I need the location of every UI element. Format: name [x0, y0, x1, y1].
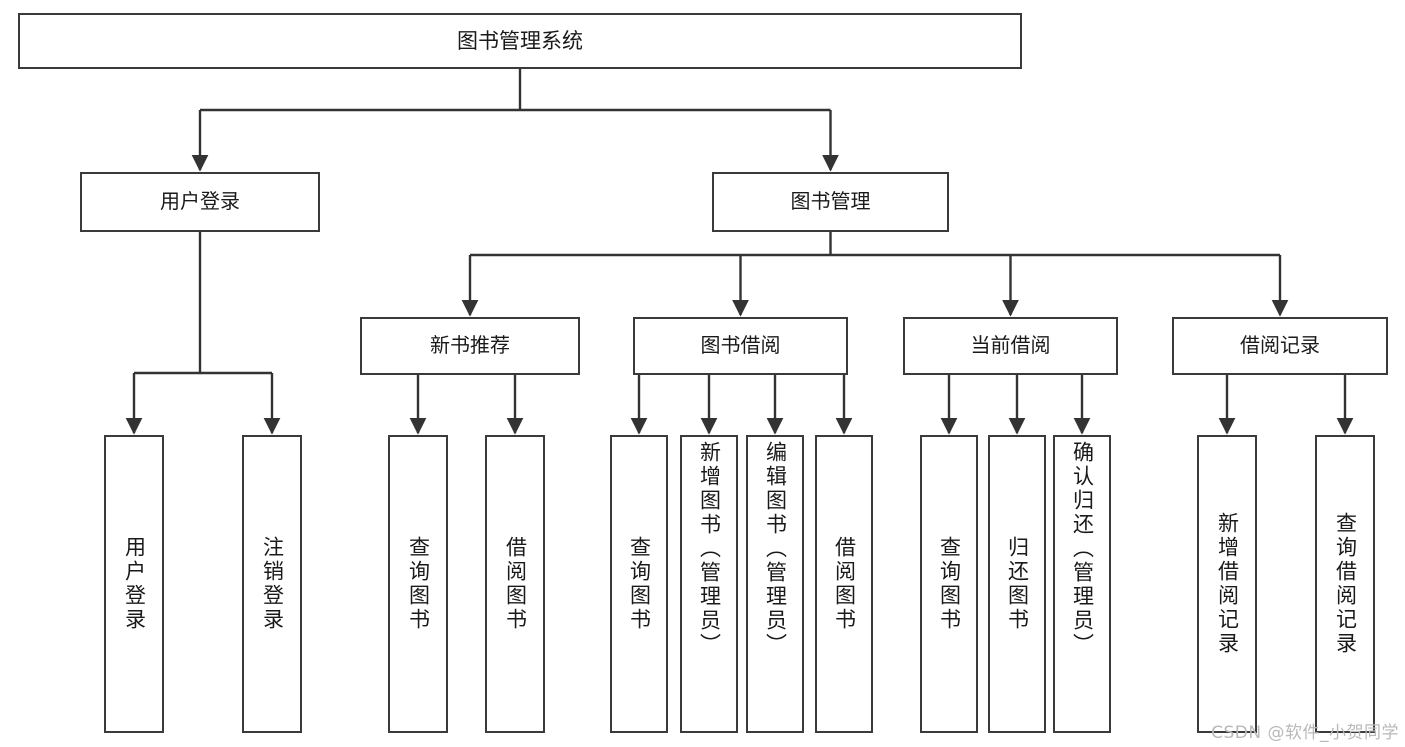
node-new-book-rec-label: 新书推荐: [430, 333, 510, 358]
node-book-manage[interactable]: 图书管理: [712, 172, 949, 232]
node-user-login-label: 用户登录: [160, 189, 240, 214]
leaf-add-book-label: 新增图书（管理员）: [697, 441, 722, 657]
leaf-add-record-wrap: 新增借阅记录: [1199, 437, 1255, 731]
leaf-return-book[interactable]: 归还图书: [988, 435, 1046, 733]
leaf-add-record[interactable]: 新增借阅记录: [1197, 435, 1257, 733]
node-book-manage-label: 图书管理: [790, 189, 871, 214]
leaf-confirm-return-label: 确认归还（管理员）: [1070, 441, 1095, 657]
leaf-query-record[interactable]: 查询借阅记录: [1315, 435, 1375, 733]
node-book-borrow[interactable]: 图书借阅: [633, 317, 848, 375]
leaf-add-record-label: 新增借阅记录: [1215, 512, 1240, 656]
leaf-logout[interactable]: 注销登录: [242, 435, 302, 733]
leaf-borrow-book-label: 借阅图书: [832, 536, 857, 632]
leaf-borrow-book-rec-wrap: 借阅图书: [487, 437, 543, 731]
leaf-add-book-wrap: 新增图书（管理员）: [682, 437, 736, 735]
leaf-return-book-label: 归还图书: [1005, 536, 1030, 632]
leaf-query-book-cur[interactable]: 查询图书: [920, 435, 978, 733]
leaf-borrow-book-rec-label: 借阅图书: [503, 536, 528, 632]
leaf-return-book-wrap: 归还图书: [990, 437, 1044, 731]
leaf-add-book[interactable]: 新增图书（管理员）: [680, 435, 738, 733]
leaf-edit-book-wrap: 编辑图书（管理员）: [748, 437, 802, 735]
leaf-user-login[interactable]: 用户登录: [104, 435, 164, 733]
leaf-logout-wrap: 注销登录: [244, 437, 300, 731]
node-new-book-rec[interactable]: 新书推荐: [360, 317, 580, 375]
leaf-user-login-wrap: 用户登录: [106, 437, 162, 731]
leaf-query-book-label: 查询图书: [627, 536, 652, 632]
leaf-borrow-book-rec[interactable]: 借阅图书: [485, 435, 545, 733]
leaf-borrow-book-wrap: 借阅图书: [817, 437, 871, 731]
node-root-label: 图书管理系统: [457, 28, 583, 53]
leaf-user-login-label: 用户登录: [122, 536, 147, 632]
node-user-login[interactable]: 用户登录: [80, 172, 320, 232]
leaf-query-record-label: 查询借阅记录: [1333, 512, 1358, 656]
leaf-query-book-cur-label: 查询图书: [937, 536, 962, 632]
leaf-confirm-return-wrap: 确认归还（管理员）: [1055, 437, 1109, 735]
leaf-edit-book-label: 编辑图书（管理员）: [763, 441, 788, 657]
leaf-query-book-cur-wrap: 查询图书: [922, 437, 976, 731]
leaf-edit-book[interactable]: 编辑图书（管理员）: [746, 435, 804, 733]
node-root[interactable]: 图书管理系统: [18, 13, 1022, 69]
leaf-logout-label: 注销登录: [260, 536, 285, 632]
node-borrow-record-label: 借阅记录: [1240, 333, 1320, 358]
node-borrow-record[interactable]: 借阅记录: [1172, 317, 1388, 375]
node-book-borrow-label: 图书借阅: [700, 333, 781, 358]
node-current-borrow[interactable]: 当前借阅: [903, 317, 1118, 375]
leaf-confirm-return[interactable]: 确认归还（管理员）: [1053, 435, 1111, 733]
watermark: CSDN @软件_小贺同学: [1211, 723, 1399, 743]
leaf-query-book-wrap: 查询图书: [612, 437, 666, 731]
leaf-query-record-wrap: 查询借阅记录: [1317, 437, 1373, 731]
leaf-query-book-rec[interactable]: 查询图书: [388, 435, 448, 733]
leaf-query-book-rec-label: 查询图书: [406, 536, 431, 632]
leaf-borrow-book[interactable]: 借阅图书: [815, 435, 873, 733]
node-current-borrow-label: 当前借阅: [970, 333, 1051, 358]
leaf-query-book[interactable]: 查询图书: [610, 435, 668, 733]
leaf-query-book-rec-wrap: 查询图书: [390, 437, 446, 731]
